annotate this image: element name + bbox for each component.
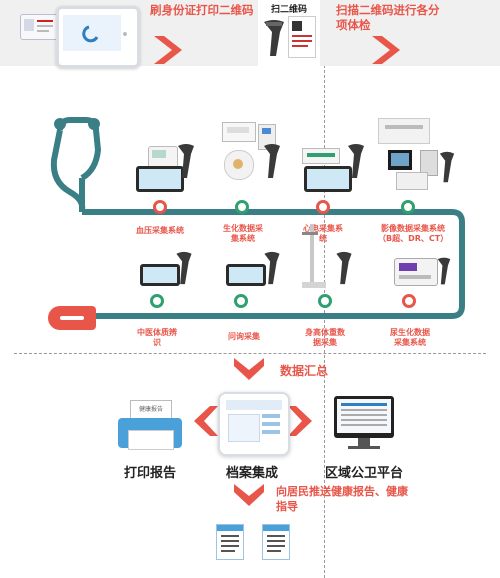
station-label: 问询采集	[228, 332, 260, 341]
ecg-device-icon	[302, 148, 340, 164]
arrow-left-icon	[194, 406, 218, 436]
divider-horizontal	[14, 353, 486, 354]
arrow-down-icon	[234, 358, 264, 380]
imaging-device-icon	[396, 172, 428, 190]
tablet-icon	[226, 264, 266, 286]
report-document-icon	[262, 524, 290, 560]
biochemical-analyzer-icon	[222, 122, 256, 142]
data-summary-title: 数据汇总	[280, 364, 329, 378]
report-document-icon	[216, 524, 244, 560]
report-card-title: 健康报告	[138, 406, 163, 413]
station-label: 心电采集系统	[303, 224, 343, 243]
station-node	[401, 200, 415, 214]
arrow-down-icon	[234, 484, 264, 506]
barcode-scanner-icon	[439, 151, 455, 183]
imaging-device-icon	[420, 150, 438, 176]
station-node	[235, 200, 249, 214]
station-label: 尿生化数据采集系统	[390, 328, 430, 347]
archive-label: 档案集成	[225, 466, 278, 481]
arrow-right-icon	[288, 406, 312, 436]
urine-analyzer-icon	[394, 258, 438, 286]
station-label: 影像数据采集系统（B超、DR、CT）	[378, 224, 449, 243]
stethoscope-earpiece	[54, 118, 66, 130]
biochemical-analyzer-icon	[224, 150, 254, 180]
station-node	[150, 294, 164, 308]
barcode-scanner-icon	[264, 20, 284, 56]
scan-panel: 扫二维码	[258, 0, 320, 66]
station-node	[234, 294, 248, 308]
monitor-base	[348, 446, 380, 449]
imaging-device-icon	[388, 150, 412, 170]
tablet-icon	[140, 264, 180, 286]
printer-icon: 健康报告	[118, 400, 182, 452]
station-label: 身高体重数据采集	[305, 328, 345, 347]
station-label: 生化数据采集系统	[223, 224, 263, 243]
computer-monitor-icon	[334, 396, 394, 438]
print-report-label: 打印报告	[123, 466, 176, 481]
height-scale-icon	[302, 224, 326, 288]
imaging-device-icon	[378, 118, 430, 144]
tablet-icon	[136, 166, 184, 192]
station-node	[316, 200, 330, 214]
id-card-icon	[20, 14, 58, 40]
station-node	[153, 200, 167, 214]
computer-monitor-icon	[218, 392, 290, 456]
step-arrow-icon	[154, 36, 182, 64]
tablet-icon	[304, 166, 352, 192]
barcode-scanner-icon	[178, 144, 194, 178]
barcode-scanner-icon	[264, 144, 280, 178]
station-label: 血压采集系统	[136, 226, 184, 235]
blood-pressure-monitor-icon	[148, 146, 178, 168]
stethoscope-earpiece	[88, 118, 100, 130]
barcode-scanner-icon	[336, 251, 352, 285]
step3-text: 扫描二维码进行各分项体检	[336, 3, 440, 32]
step-arrow-icon	[372, 36, 400, 64]
barcode-scanner-icon	[264, 251, 280, 285]
step2-title: 扫二维码	[270, 5, 307, 15]
stethoscope-icon	[48, 306, 96, 330]
step1-text: 刷身份证打印二维码	[150, 3, 254, 17]
station-node	[318, 294, 332, 308]
station-node	[402, 294, 416, 308]
tablet-icon	[56, 6, 140, 68]
push-text: 向居民推送健康报告、健康指导	[276, 485, 408, 513]
divider-vertical	[324, 0, 325, 578]
monitor-stand	[358, 438, 370, 446]
barcode-scanner-icon	[348, 144, 364, 178]
platform-label: 区域公卫平台	[324, 466, 403, 481]
qr-paper-icon	[288, 16, 316, 58]
barcode-scanner-icon	[176, 251, 192, 285]
barcode-scanner-icon	[437, 257, 451, 285]
station-label: 中医体质辨识	[137, 328, 177, 347]
